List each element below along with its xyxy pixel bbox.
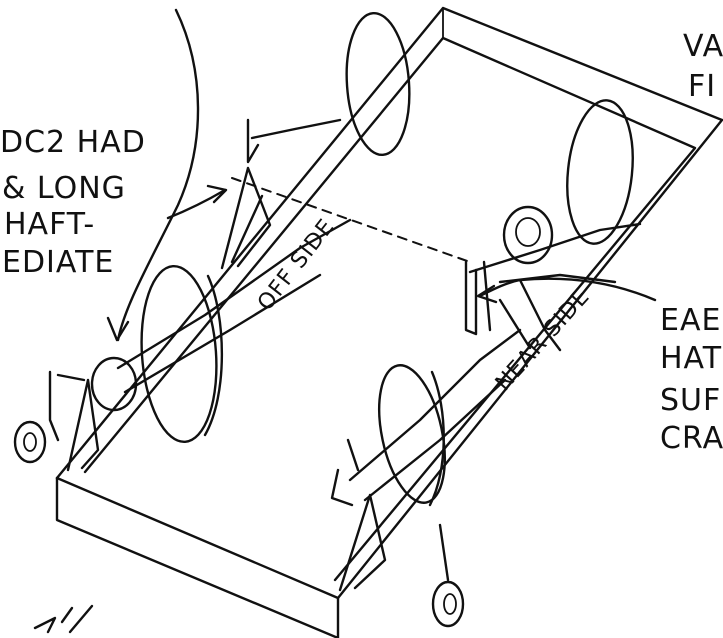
left-note-line-4: EDIATE <box>2 245 114 280</box>
caster-left-inner <box>23 432 37 452</box>
wheel-front-off-2 <box>203 274 224 437</box>
wheel-front-near-2 <box>428 370 445 507</box>
wheel-rear-near <box>566 99 634 245</box>
rear-axle-line <box>231 177 471 263</box>
right-note-line-1: EAE <box>660 303 721 338</box>
leader-middle-arrowhead <box>206 184 228 204</box>
leader-top-arrowhead <box>106 316 130 342</box>
frame-inner-rim <box>83 36 697 582</box>
leader-right-arrowhead <box>476 284 498 304</box>
near-front-a-frame <box>338 493 387 592</box>
right-note-line-2: HAT <box>660 341 722 376</box>
wheel-front-off <box>140 264 218 444</box>
chassis-frame <box>55 6 723 638</box>
caster-bottom <box>431 580 465 628</box>
right-note-line-3: SUF <box>660 383 721 418</box>
casters <box>13 420 465 628</box>
hub-near-rear <box>502 205 554 265</box>
left-note-line-1: DC2 HAD <box>0 125 146 160</box>
top-right-note-line-1: VA <box>683 29 723 64</box>
top-right-note-line-2: FI <box>688 69 716 104</box>
near-link <box>498 278 562 352</box>
off-rear-frame <box>246 118 342 164</box>
hub-near-rear-inner <box>515 217 541 247</box>
off-front-shaft-2 <box>123 273 322 394</box>
left-note-line-3: HAFT- <box>4 207 95 242</box>
leader-top-curve <box>116 8 200 342</box>
off-rear-a-frame <box>220 166 272 270</box>
off-front-shaft <box>116 218 352 370</box>
near-front-shaft <box>348 328 522 482</box>
wheels <box>90 11 634 507</box>
near-front-bracket <box>330 438 360 507</box>
off-front-a-frame <box>66 378 100 472</box>
bottom-left-mark <box>33 604 94 634</box>
off-front-bracket <box>48 370 86 442</box>
leader-right-line <box>478 277 657 302</box>
suspension-linkages <box>48 118 642 592</box>
leader-arrows <box>33 8 657 634</box>
near-rear-frame <box>464 260 492 336</box>
frame-front-face <box>55 476 340 638</box>
near-rear-shaft <box>468 222 642 274</box>
hub-off-front <box>90 356 138 412</box>
near-front-post <box>438 523 450 582</box>
right-note-line-4: CRA <box>660 421 723 456</box>
left-note-line-2: & LONG <box>2 171 126 206</box>
caster-bottom-inner <box>443 593 457 615</box>
caster-left <box>13 420 47 464</box>
near-front-shaft-2 <box>363 378 507 502</box>
wheel-rear-off <box>345 11 411 157</box>
annotations: DC2 HAD & LONG HAFT- EDIATE OFF SIDE NEA… <box>0 29 723 456</box>
leader-middle-curve <box>166 188 227 220</box>
wheel-front-near <box>378 364 446 504</box>
frame-bottom-edge <box>55 118 723 600</box>
